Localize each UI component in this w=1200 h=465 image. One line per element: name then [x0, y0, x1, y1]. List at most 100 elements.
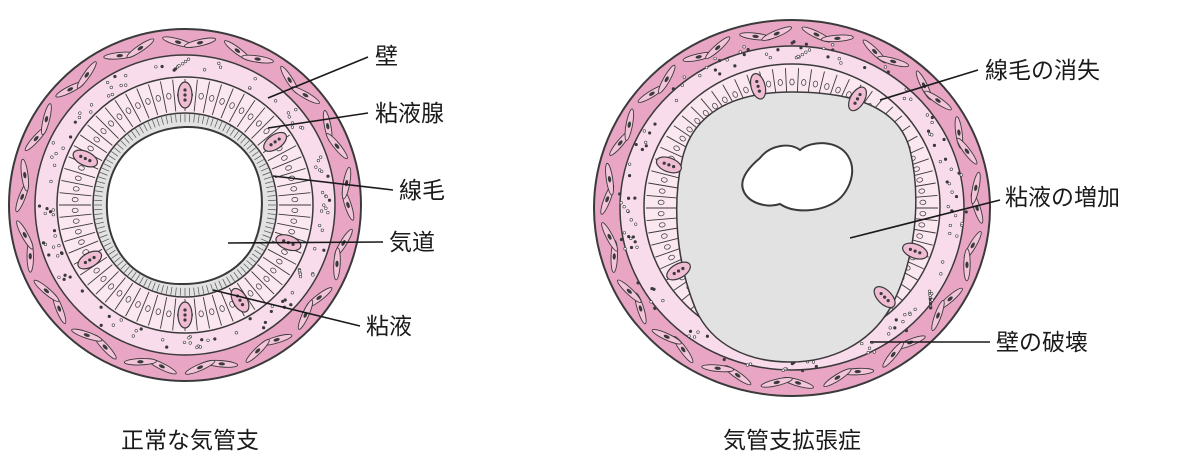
cilium	[265, 226, 273, 229]
cilium	[103, 163, 112, 168]
muscle-nucleus	[218, 362, 225, 366]
cilium	[97, 226, 105, 229]
epithelial-cell-border	[172, 79, 177, 112]
epithelial-cell-nucleus	[155, 308, 161, 316]
epithelial-cell-nucleus	[255, 283, 262, 290]
cilium	[120, 140, 127, 147]
caption-normal-bronchus: 正常な気管支	[121, 428, 259, 454]
tissue-dot	[948, 223, 952, 228]
tissue-dot	[642, 129, 646, 133]
gland-granule	[755, 79, 759, 84]
cilium	[161, 117, 164, 125]
tissue-dot	[73, 120, 77, 124]
tissue-dot	[202, 68, 207, 72]
muscle-nucleus	[255, 348, 261, 354]
epithelial-cell-border	[136, 88, 150, 119]
normal-airway-lumen	[105, 125, 263, 286]
cilium	[127, 134, 134, 141]
gland-granule	[886, 299, 890, 303]
tissue-dot	[942, 137, 946, 142]
muscle-nucleus	[890, 59, 897, 64]
cilium	[139, 276, 144, 284]
epithelial-cell-border	[87, 264, 113, 286]
epithelial-cell-nucleus	[919, 211, 927, 217]
tissue-dot	[627, 173, 632, 178]
muscle-nucleus	[964, 148, 970, 154]
epithelial-cell-nucleus	[694, 117, 701, 124]
gland-granule	[879, 291, 883, 296]
tissue-dot	[768, 55, 772, 60]
epithelial-cell-border	[136, 291, 150, 322]
cilium	[256, 246, 264, 251]
tissue-dot	[53, 234, 57, 238]
tissue-dot	[950, 190, 954, 194]
epithelial-cell-nucleus	[263, 128, 270, 135]
tissue-dot	[48, 210, 53, 214]
epithelial-cell-border	[277, 222, 309, 231]
tissue-dot	[319, 155, 323, 159]
cilium	[243, 140, 250, 147]
cilium	[214, 282, 218, 291]
gland-granule	[681, 266, 685, 271]
gland-granule	[183, 88, 187, 92]
cilium	[233, 131, 239, 139]
tissue-dot	[181, 62, 185, 66]
muscle-nucleus	[947, 296, 953, 302]
tissue-dot	[89, 110, 93, 114]
tissue-dot	[674, 98, 679, 103]
cilium	[266, 217, 275, 220]
tissue-dot	[234, 331, 238, 335]
muscle-nucleus	[607, 233, 612, 240]
epithelial-cell-border	[59, 213, 92, 218]
epithelial-cell-nucleus	[145, 305, 151, 312]
epithelial-cell-nucleus	[918, 222, 926, 228]
epithelial-cell-nucleus	[658, 188, 666, 194]
muscle-nucleus	[137, 45, 144, 51]
cilium	[210, 118, 214, 127]
tissue-dot	[901, 320, 905, 324]
muscle-nucleus	[935, 98, 941, 103]
tissue-dot	[913, 307, 917, 311]
cilium	[143, 123, 148, 132]
epithelial-cell-nucleus	[686, 126, 693, 133]
cilium	[193, 287, 195, 296]
leader-loss-of-cilia	[879, 69, 979, 101]
tissue-dot	[618, 192, 622, 196]
cilium	[103, 242, 112, 247]
tissue-dot	[930, 298, 934, 302]
tissue-dot	[99, 323, 103, 327]
epithelial-cell-nucleus	[291, 207, 299, 213]
tissue-dot	[867, 346, 872, 350]
label-wall: 壁	[375, 44, 398, 70]
tissue-dot	[954, 194, 959, 199]
tissue-dot	[649, 300, 653, 304]
tissue-dot	[51, 213, 55, 217]
cilium	[156, 118, 160, 127]
tissue-dot	[928, 293, 932, 297]
tissue-dot	[60, 251, 64, 256]
tissue-dot	[650, 286, 654, 291]
epithelial-cell-nucleus	[71, 207, 79, 213]
cilium	[106, 246, 114, 251]
muscle-nucleus	[617, 140, 623, 146]
cilium	[101, 238, 110, 243]
tissue-dot	[653, 306, 657, 310]
cilium	[152, 282, 156, 291]
epithelial-cell-nucleus	[166, 92, 172, 100]
epithelial-cell-border	[68, 240, 99, 254]
tissue-dot	[814, 364, 818, 369]
tissue-dot	[111, 323, 115, 327]
epithelial-cell-nucleus	[658, 222, 666, 228]
tissue-dot	[119, 318, 123, 322]
label-airway: 気道	[389, 230, 435, 256]
tissue-dot	[722, 357, 726, 362]
cilium	[101, 167, 110, 172]
cilium	[175, 287, 177, 296]
tissue-dot	[248, 86, 252, 90]
epithelial-cell-nucleus	[288, 229, 296, 235]
tissue-dot	[124, 83, 128, 87]
cilium	[251, 151, 259, 157]
epithelial-cell-nucleus	[78, 165, 85, 171]
cilium	[266, 221, 275, 225]
tissue-dot	[893, 326, 897, 330]
